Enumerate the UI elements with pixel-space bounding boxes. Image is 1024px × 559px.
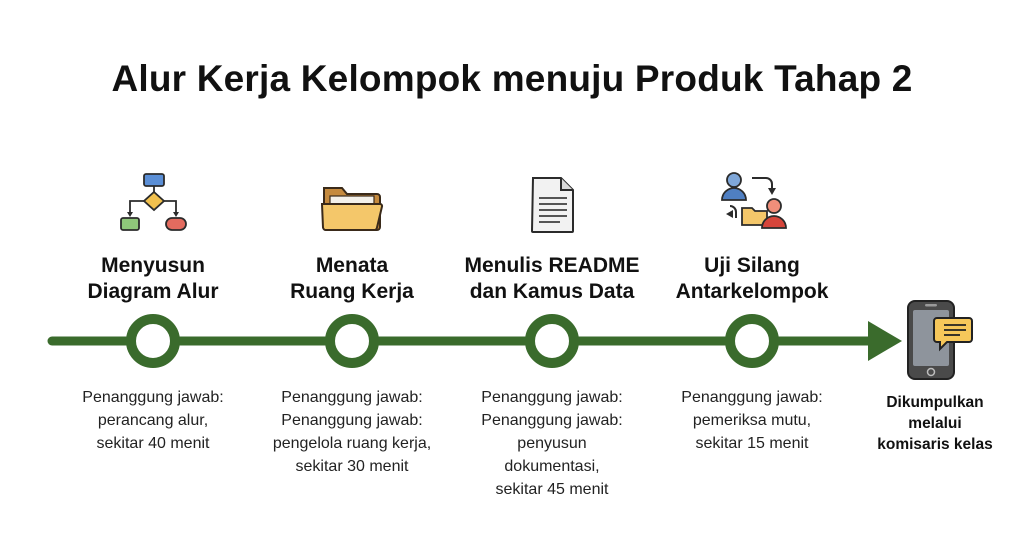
step-3-title-line: Menulis README: [464, 254, 640, 277]
step-1-description: Penanggung jawab: perancang alur, sekita…: [48, 386, 258, 455]
step-2-title-line: Menata: [315, 254, 389, 277]
step-3-title: Menulis README dan Kamus Data: [447, 253, 657, 305]
step-2-title-line: Ruang Kerja: [290, 280, 414, 303]
end-label-line: melalui: [908, 415, 962, 432]
diagram-title: Alur Kerja Kelompok menuju Produk Tahap …: [111, 58, 913, 99]
document-icon: [530, 177, 574, 233]
step-node-2: [325, 314, 379, 368]
step-4-description: Penanggung jawab: pemeriksa mutu, sekita…: [647, 386, 857, 455]
step-1-title-line: Menyusun: [101, 254, 205, 277]
step-1-desc-line: sekitar 40 menit: [96, 435, 210, 452]
end-label: Dikumpulkan melalui komisaris kelas: [860, 392, 1010, 455]
step-2-title: Menata Ruang Kerja: [247, 253, 457, 305]
timeline-arrowhead: [868, 321, 902, 361]
step-1-desc-line: Penanggung jawab:: [82, 389, 224, 406]
step-2-description: Penanggung jawab: Penanggung jawab: peng…: [247, 386, 457, 478]
step-4-title-line: Antarkelompok: [675, 280, 829, 303]
step-1-title: Menyusun Diagram Alur: [48, 253, 258, 305]
step-3-desc-line: penyusun: [517, 435, 587, 452]
flowchart-icon: [120, 173, 187, 231]
step-4-title-line: Uji Silang: [704, 254, 800, 277]
step-3-desc-line: sekitar 45 menit: [495, 481, 609, 498]
peer-exchange-icon: [721, 172, 787, 229]
step-4-title: Uji Silang Antarkelompok: [647, 253, 857, 305]
step-3-desc-line: Penanggung jawab:: [481, 412, 623, 429]
step-3-desc-line: Penanggung jawab:: [481, 389, 623, 406]
step-3-title-line: dan Kamus Data: [469, 280, 635, 303]
step-4-desc-line: pemeriksa mutu,: [692, 412, 812, 429]
step-1-title-line: Diagram Alur: [87, 280, 219, 303]
end-label-line: komisaris kelas: [877, 436, 993, 453]
step-3-desc-line: dokumentasi,: [504, 458, 600, 475]
step-node-3: [525, 314, 579, 368]
end-label-line: Dikumpulkan: [886, 394, 984, 411]
step-3-description: Penanggung jawab: Penanggung jawab: peny…: [447, 386, 657, 501]
step-node-1: [126, 314, 180, 368]
step-4-desc-line: Penanggung jawab:: [681, 389, 823, 406]
folder-icon: [320, 187, 384, 231]
phone-message-icon: [907, 300, 973, 380]
step-2-desc-line: Penanggung jawab:: [281, 389, 423, 406]
step-2-desc-line: Penanggung jawab:: [281, 412, 423, 429]
step-2-desc-line: pengelola ruang kerja,: [272, 435, 432, 452]
step-node-4: [725, 314, 779, 368]
step-2-desc-line: sekitar 30 menit: [295, 458, 409, 475]
step-1-desc-line: perancang alur,: [97, 412, 209, 429]
step-4-desc-line: sekitar 15 menit: [695, 435, 809, 452]
